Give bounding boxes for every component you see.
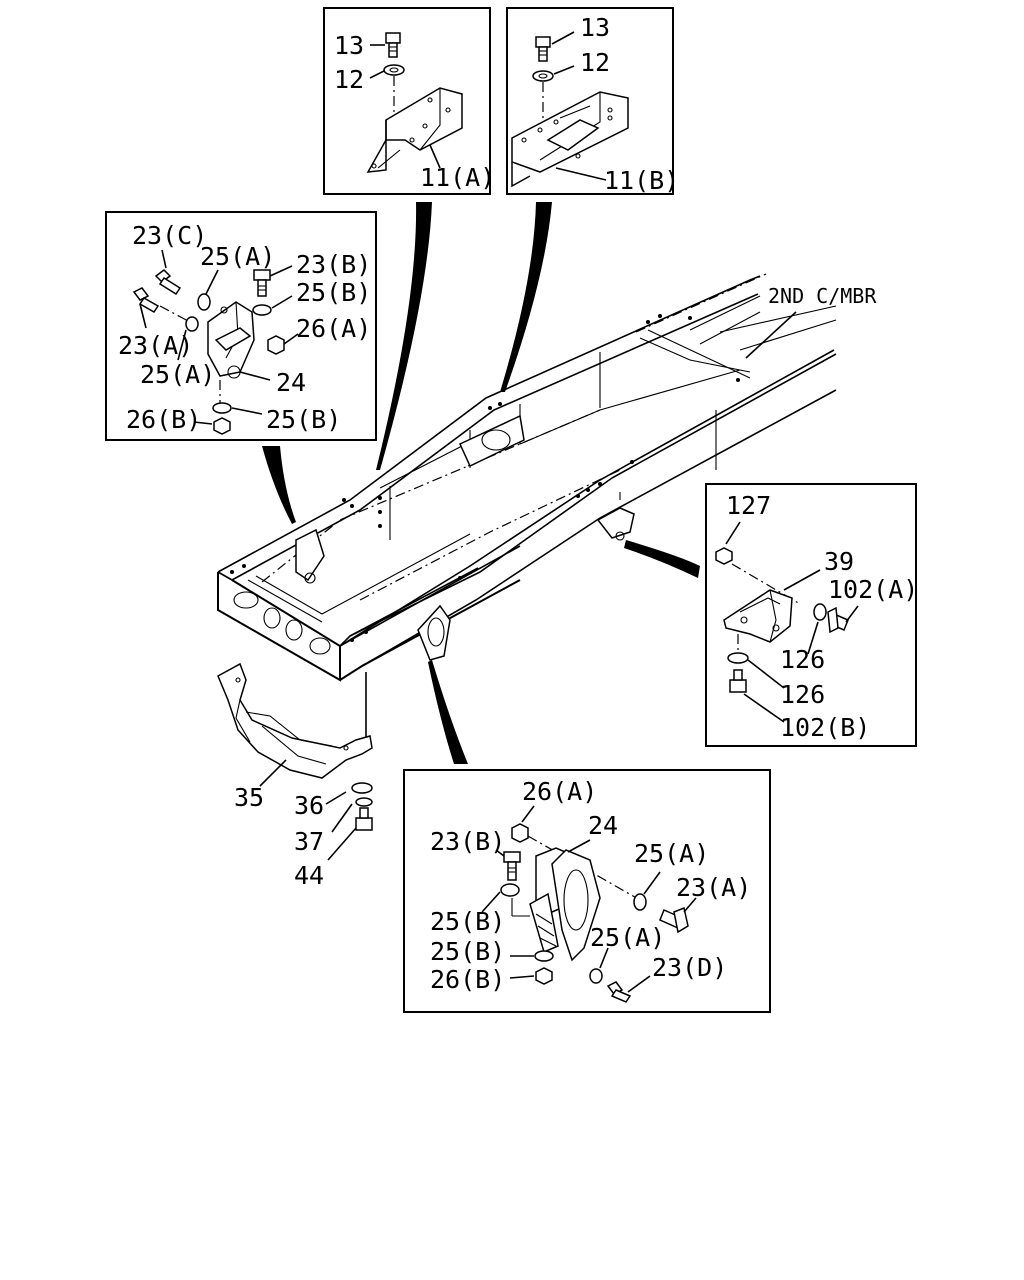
nut-icon <box>267 335 285 355</box>
bracket-icon <box>723 589 793 643</box>
callout-23c: 23(C) <box>132 221 207 250</box>
detail-frame <box>705 483 917 747</box>
callout-25a-top: 25(A) <box>200 242 275 271</box>
detail-box-39 <box>705 483 917 747</box>
callout-24-bottom: 24 <box>588 811 618 840</box>
callout-25b-low: 25(B) <box>266 405 341 434</box>
bolt-icon <box>729 669 747 693</box>
callout-36: 36 <box>294 791 324 820</box>
callout-126-b: 126 <box>780 680 825 709</box>
callout-26a-bottom: 26(A) <box>522 777 597 806</box>
callout-44: 44 <box>294 861 324 890</box>
callout-2nd-cmbr: 2ND C/MBR <box>768 284 877 308</box>
washer-icon <box>500 883 520 897</box>
callout-23b: 23(B) <box>296 250 371 279</box>
detail-box-hanger-rear <box>105 211 377 441</box>
callout-25a-bottom-2: 25(A) <box>590 923 665 952</box>
callout-11a: 11(A) <box>420 163 495 192</box>
callout-26b-bottom: 26(B) <box>430 965 505 994</box>
callout-26a: 26(A) <box>296 314 371 343</box>
detail-box-11a <box>323 7 491 195</box>
chassis-frame <box>217 273 837 740</box>
callout-12-right: 12 <box>580 48 610 77</box>
callout-126-a: 126 <box>780 645 825 674</box>
bolt-icon <box>503 851 521 881</box>
detail-box-hanger-front <box>403 769 771 1013</box>
detail-box-11b <box>506 7 674 195</box>
tank-bracket <box>217 662 373 779</box>
washer-icon <box>351 782 373 794</box>
pointer-arrow <box>624 540 700 578</box>
nut-icon <box>715 547 733 565</box>
pointer-arrow <box>500 202 552 392</box>
washer-icon <box>727 652 749 664</box>
callout-11b: 11(B) <box>604 166 679 195</box>
nut-icon <box>213 417 231 435</box>
callout-25a-bottom-1: 25(A) <box>634 839 709 868</box>
washer-icon <box>534 950 554 962</box>
callout-26b: 26(B) <box>126 405 201 434</box>
callout-102b: 102(B) <box>780 713 870 742</box>
callout-25a-low: 25(A) <box>140 360 215 389</box>
washer-icon <box>383 64 405 76</box>
bolt-icon <box>253 269 271 297</box>
callout-127: 127 <box>726 491 771 520</box>
bolt-icon <box>154 269 182 296</box>
callout-39: 39 <box>824 547 854 576</box>
washer-icon <box>185 316 199 332</box>
bolt-icon <box>535 36 551 62</box>
bolt-icon <box>385 32 401 58</box>
bolt-icon <box>355 807 373 831</box>
bolt-icon <box>659 906 689 934</box>
callout-25b-bottom-1: 25(B) <box>430 907 505 936</box>
callout-23d: 23(D) <box>652 953 727 982</box>
pointer-arrow <box>428 660 468 764</box>
callout-13-left: 13 <box>334 31 364 60</box>
washer-icon <box>813 603 827 621</box>
callout-102a: 102(A) <box>828 575 918 604</box>
bracket-icon <box>366 87 463 173</box>
washer-icon <box>355 797 373 807</box>
detail-frame <box>323 7 491 195</box>
callout-23a-bottom: 23(A) <box>676 873 751 902</box>
callout-25b-top: 25(B) <box>296 278 371 307</box>
hanger-icon <box>207 301 255 379</box>
callout-25b-bottom-2: 25(B) <box>430 937 505 966</box>
washer-icon <box>532 70 554 82</box>
washer-icon <box>197 293 211 311</box>
washer-icon <box>589 968 603 984</box>
washer-icon <box>212 402 232 414</box>
callout-24-left: 24 <box>276 368 306 397</box>
detail-frame <box>403 769 771 1013</box>
bolt-icon <box>606 981 632 1003</box>
nut-icon <box>511 823 529 843</box>
callout-37: 37 <box>294 827 324 856</box>
detail-frame <box>105 211 377 441</box>
washer-icon <box>633 893 647 911</box>
nut-icon <box>535 967 553 985</box>
bolt-icon <box>132 287 160 313</box>
callout-23a: 23(A) <box>118 331 193 360</box>
bolt-icon <box>827 606 849 634</box>
detail-frame <box>506 7 674 195</box>
callout-23b-bottom: 23(B) <box>430 827 505 856</box>
callout-13-right: 13 <box>580 13 610 42</box>
pointer-arrow <box>376 202 432 470</box>
washer-icon <box>252 304 272 316</box>
callout-12-left: 12 <box>334 65 364 94</box>
hanger-icon <box>511 847 601 962</box>
pointer-arrow <box>262 446 296 524</box>
bracket-icon <box>511 91 629 188</box>
callout-35: 35 <box>234 783 264 812</box>
